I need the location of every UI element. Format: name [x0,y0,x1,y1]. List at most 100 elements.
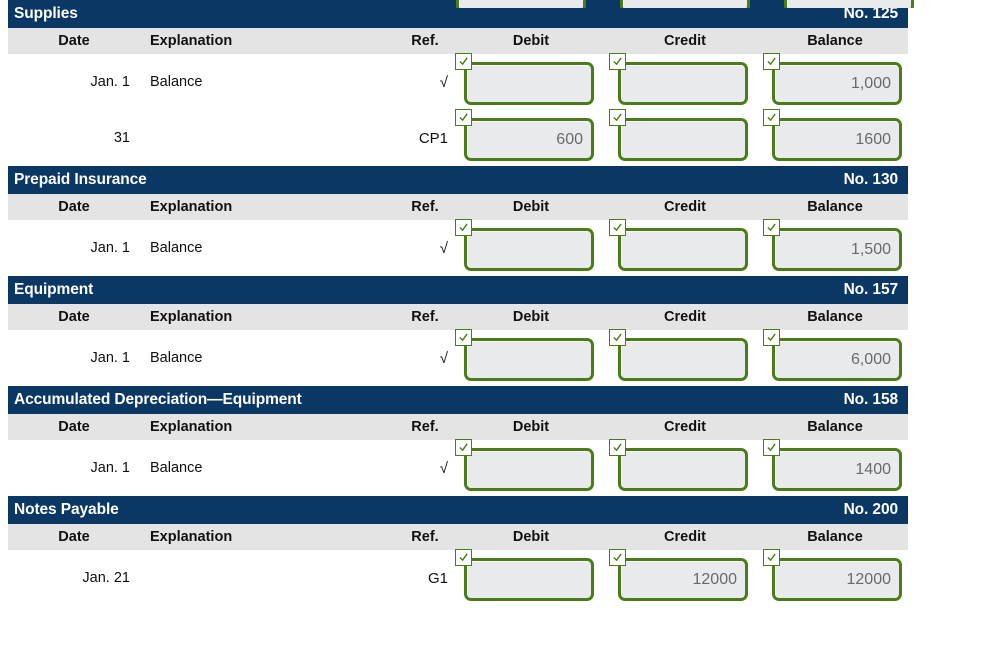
checkmark-badge-icon [455,109,472,126]
account-number: No. 200 [843,501,899,518]
field-cell-credit [608,219,762,276]
field-cell-balance [774,0,914,8]
column-header-credit: Credit [664,199,706,215]
credit-input-wrapper[interactable] [609,219,748,271]
credit-input-wrapper[interactable] [609,53,748,105]
account-number: No. 130 [843,171,899,188]
column-header-ref: Ref. [411,529,439,545]
field-cell-balance: 6,000 [762,329,902,386]
amount-input[interactable] [784,0,914,8]
credit-input[interactable] [618,448,748,491]
balance-input[interactable]: 1,500 [772,228,902,271]
credit-input[interactable] [618,228,748,271]
debit-input[interactable]: 600 [464,118,594,161]
field-cell-balance: 1,000 [762,53,902,110]
balance-input-wrapper[interactable]: 12000 [763,549,902,601]
checkmark-badge-icon [609,219,626,236]
column-header-debit: Debit [512,33,550,49]
balance-input-wrapper[interactable]: 1600 [763,109,902,161]
column-header-ref: Ref. [411,309,439,325]
field-cell-balance: 1,500 [762,219,902,276]
field-cell-debit [446,0,586,8]
checkmark-badge-icon [763,329,780,346]
debit-input-wrapper[interactable] [455,329,594,381]
balance-input[interactable]: 1600 [772,118,902,161]
amount-input[interactable] [456,0,586,8]
debit-input[interactable] [464,448,594,491]
balance-input[interactable]: 12000 [772,558,902,601]
balance-input[interactable]: 1400 [772,448,902,491]
credit-input[interactable] [618,62,748,105]
balance-input-wrapper[interactable]: 1,500 [763,219,902,271]
cell-ref: √ [439,349,448,367]
debit-input[interactable] [464,228,594,271]
column-header-credit: Credit [664,529,706,545]
cell-date: 31 [113,130,130,146]
field-cell-balance: 12000 [762,549,902,606]
checkmark-badge-icon [763,549,780,566]
debit-input-wrapper[interactable]: 600 [455,109,594,161]
debit-input[interactable] [464,338,594,381]
cell-ref: G1 [427,569,448,587]
debit-input-wrapper[interactable] [455,549,594,601]
amount-input-wrapper[interactable] [784,0,914,8]
cell-ref: √ [439,239,448,257]
balance-input[interactable]: 6,000 [772,338,902,381]
debit-input[interactable] [464,558,594,601]
column-header-date: Date [58,419,90,435]
field-cell-credit [608,439,762,496]
account-number: No. 125 [843,5,899,22]
column-header-ref: Ref. [411,419,439,435]
credit-input-wrapper[interactable] [609,439,748,491]
field-cell-balance: 1600 [762,109,902,166]
cell-date: Jan. 1 [90,350,131,366]
account-number: No. 158 [843,391,899,408]
amount-input[interactable] [620,0,750,8]
cell-explanation: Balance [150,74,203,90]
balance-input-wrapper[interactable]: 6,000 [763,329,902,381]
debit-input-wrapper[interactable] [455,219,594,271]
credit-input[interactable]: 12000 [618,558,748,601]
cell-date: Jan. 1 [90,74,131,90]
debit-input[interactable] [464,62,594,105]
column-header-debit: Debit [512,529,550,545]
column-header-date: Date [58,529,90,545]
cell-explanation: Balance [150,240,203,256]
column-header-explanation: Explanation [150,309,233,325]
column-header-ref: Ref. [411,199,439,215]
credit-input-wrapper[interactable] [609,329,748,381]
checkmark-badge-icon [455,53,472,70]
amount-input-wrapper[interactable] [456,0,586,8]
credit-input[interactable] [618,338,748,381]
balance-input-wrapper[interactable]: 1,000 [763,53,902,105]
debit-input-wrapper[interactable] [455,53,594,105]
field-cell-credit: 12000 [608,549,762,606]
balance-input[interactable]: 1,000 [772,62,902,105]
field-cell-debit [454,219,608,276]
account-title: Supplies [14,5,78,22]
checkmark-badge-icon [609,109,626,126]
credit-input-wrapper[interactable] [609,109,748,161]
field-cell-debit: 600 [454,109,608,166]
amount-input-wrapper[interactable] [620,0,750,8]
credit-input[interactable] [618,118,748,161]
column-header-debit: Debit [512,199,550,215]
cell-date: Jan. 21 [82,570,130,586]
debit-input-wrapper[interactable] [455,439,594,491]
balance-input-wrapper[interactable]: 1400 [763,439,902,491]
credit-input-wrapper[interactable]: 12000 [609,549,748,601]
column-header-date: Date [58,199,90,215]
field-cell-credit [610,0,750,8]
